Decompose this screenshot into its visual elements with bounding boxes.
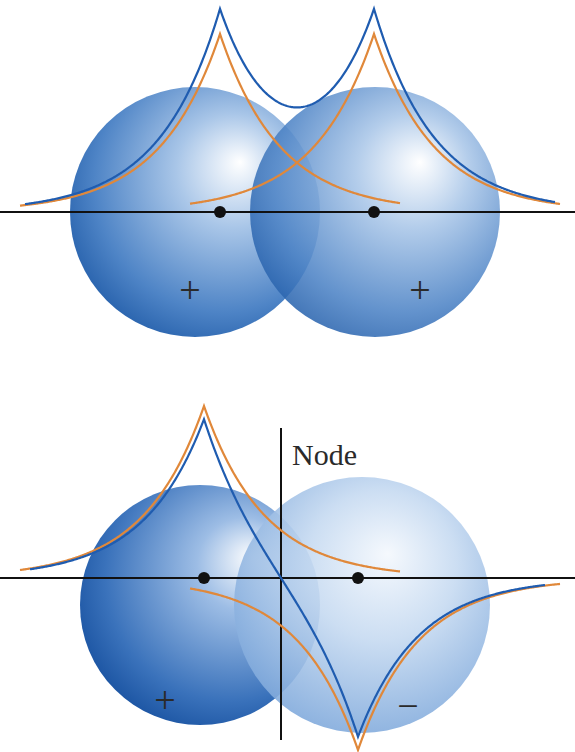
orbital-lobe: [234, 477, 490, 733]
wave-curve: [190, 34, 560, 204]
phase-sign: +: [409, 271, 430, 309]
node-label: Node: [292, 440, 357, 470]
phase-sign: +: [154, 681, 175, 719]
nucleus-dot: [214, 206, 226, 218]
phase-sign: +: [179, 271, 200, 309]
nucleus-dot: [198, 572, 210, 584]
phase-sign: −: [397, 687, 418, 725]
wave-curve: [30, 419, 545, 737]
node-line: [280, 428, 282, 740]
nucleus-dot: [368, 206, 380, 218]
internuclear-axis: [0, 577, 575, 579]
wave-curve: [20, 34, 400, 206]
wave-curve: [25, 9, 555, 204]
wave-curve: [20, 406, 400, 571]
wave-curve: [190, 584, 560, 750]
nucleus-dot: [352, 572, 364, 584]
internuclear-axis: [0, 211, 575, 213]
